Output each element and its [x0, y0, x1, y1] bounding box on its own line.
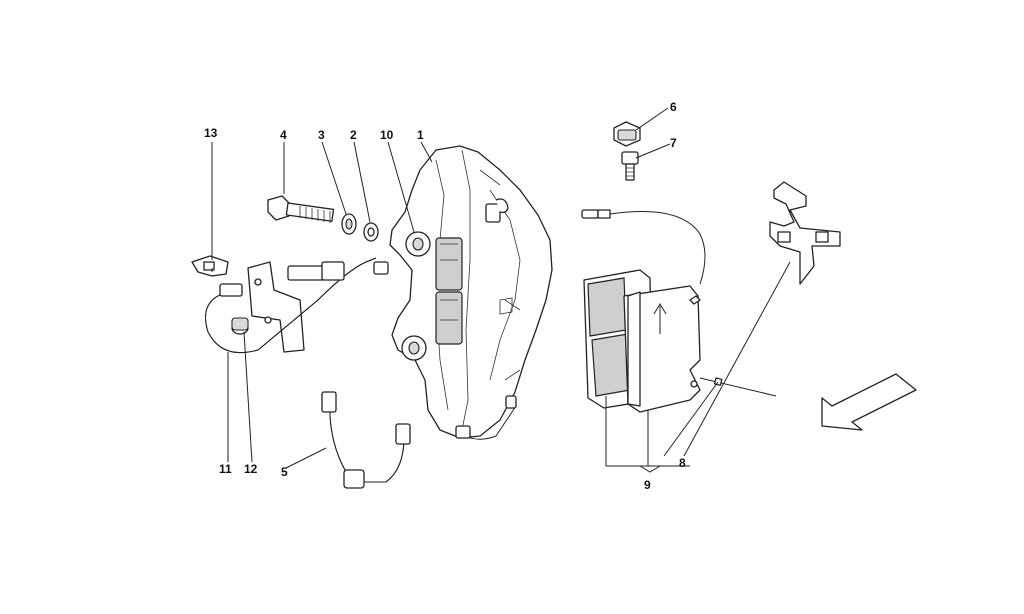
- leader-lines: [211, 107, 791, 473]
- hose-plug: [231, 317, 249, 335]
- callout-2: 2: [350, 128, 357, 142]
- callout-3: 3: [318, 128, 325, 142]
- brake-caliper: [389, 145, 553, 440]
- pad-retaining-pin: [699, 377, 777, 397]
- callout-1: 1: [417, 128, 424, 142]
- rigid-brake-pipe: [321, 391, 411, 489]
- callout-labels: 1 2 3 4 5 6 7 8 9 10 11 12 13: [204, 100, 686, 492]
- callout-10: 10: [380, 128, 394, 142]
- caliper-bolt: [267, 195, 335, 223]
- callout-13: 13: [204, 126, 218, 140]
- callout-7: 7: [670, 136, 677, 150]
- retaining-clip: [191, 255, 229, 277]
- direction-arrow-icon: [821, 373, 917, 431]
- callout-9: 9: [644, 478, 651, 492]
- brake-hose-assembly: [191, 255, 389, 354]
- pad-spring: [769, 181, 841, 285]
- callout-11: 11: [219, 462, 232, 476]
- callout-5: 5: [281, 465, 288, 479]
- callout-4: 4: [280, 128, 287, 142]
- brake-pads: [583, 269, 701, 413]
- flat-washer: [363, 222, 379, 242]
- pad-wear-sensor: [581, 209, 706, 285]
- bleeder-screw: [621, 151, 639, 181]
- callout-8: 8: [679, 456, 686, 470]
- callout-12: 12: [244, 462, 258, 476]
- callout-6: 6: [670, 100, 677, 114]
- bleeder-cap: [613, 121, 641, 147]
- spring-washer: [341, 213, 357, 235]
